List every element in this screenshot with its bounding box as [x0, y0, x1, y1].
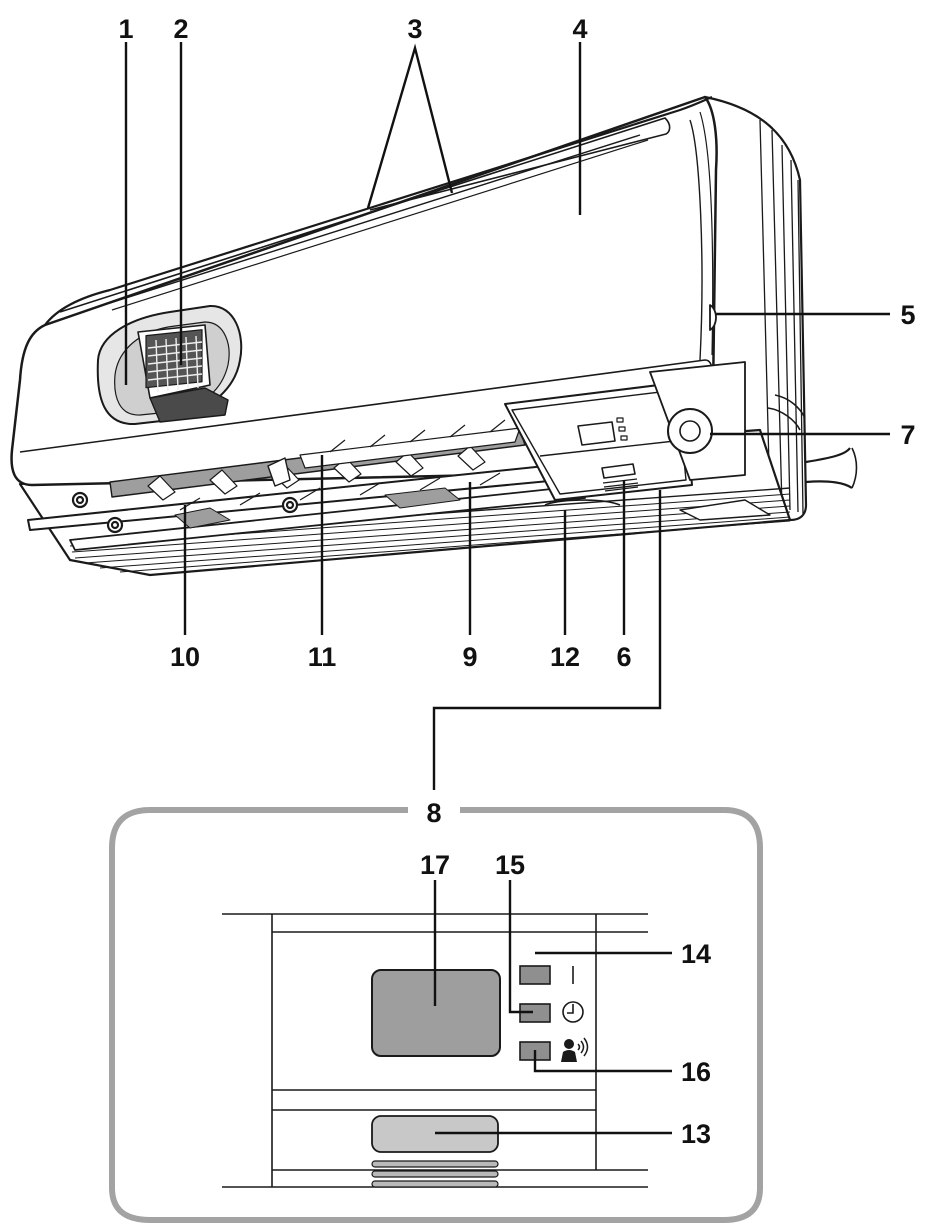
callout-6: 6 — [616, 642, 631, 672]
callout-9: 9 — [462, 642, 477, 672]
callout-2: 2 — [173, 14, 188, 44]
callout-1: 1 — [118, 14, 133, 44]
callout-labels: 1 2 3 4 5 7 10 11 9 12 6 8 — [118, 14, 915, 828]
callout-5: 5 — [900, 300, 915, 330]
callout-13: 13 — [681, 1119, 711, 1149]
filter-mesh — [145, 329, 203, 393]
inset-grille — [371, 1160, 499, 1188]
bottom-shelf — [544, 499, 771, 521]
clock-icon — [562, 1001, 584, 1023]
callout-17: 17 — [420, 850, 450, 880]
callout-8: 8 — [426, 798, 441, 828]
leader-lines — [124, 42, 890, 790]
callout-7: 7 — [900, 420, 915, 450]
air-filter-opening — [96, 304, 243, 426]
callout-16: 16 — [681, 1057, 711, 1087]
vertical-vanes — [109, 419, 526, 529]
callout-4: 4 — [572, 14, 587, 44]
callout-3: 3 — [407, 14, 422, 44]
refrigerant-pipes — [767, 394, 858, 489]
indoor-unit — [10, 95, 858, 577]
inset-leader-lines — [433, 880, 672, 1135]
control-panel — [504, 381, 693, 501]
side-recess — [649, 304, 746, 481]
callout-12: 12 — [550, 642, 580, 672]
person-signal-icon — [561, 1037, 589, 1062]
callout-10: 10 — [170, 642, 200, 672]
callout-15: 15 — [495, 850, 525, 880]
control-panel-inset: 17 15 14 16 13 — [109, 807, 763, 1223]
callout-14: 14 — [681, 939, 711, 969]
power-lamp — [519, 965, 551, 985]
callout-11: 11 — [308, 642, 337, 672]
